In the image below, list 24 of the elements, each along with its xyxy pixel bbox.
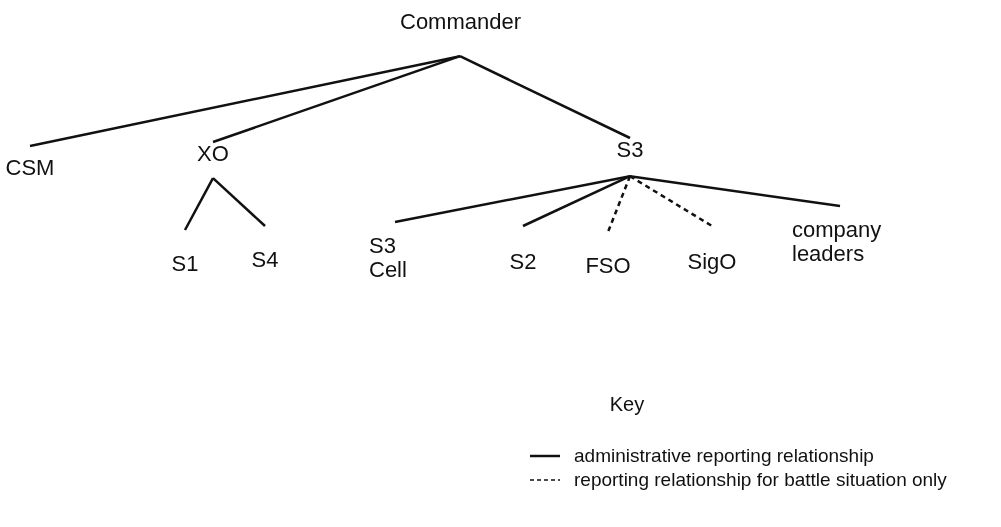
role-label: CSM bbox=[2, 146, 58, 181]
connector-line bbox=[183, 177, 215, 231]
connector-line bbox=[394, 174, 631, 224]
role-label: S4 bbox=[245, 226, 285, 273]
role-label: S1 bbox=[165, 230, 205, 277]
connector-line bbox=[629, 175, 713, 228]
role-label: S3 Cell bbox=[369, 222, 421, 283]
role-label: company leaders bbox=[792, 206, 888, 267]
role-label: S2 bbox=[503, 226, 543, 275]
connector-line bbox=[212, 55, 461, 144]
role-label: SigO bbox=[684, 226, 740, 275]
key-heading: Key bbox=[609, 393, 645, 416]
connector-line bbox=[606, 175, 632, 233]
role-label: XO bbox=[193, 142, 233, 179]
role-label: S3 bbox=[610, 138, 650, 177]
legend-text: reporting relationship for battle situation only bbox=[574, 469, 947, 491]
connector-line bbox=[212, 177, 266, 227]
legend-text: administrative reporting relationship bbox=[574, 445, 874, 467]
connector-line bbox=[522, 175, 631, 228]
role-label: FSO bbox=[583, 232, 633, 279]
connector-line bbox=[629, 174, 841, 208]
connector-line bbox=[459, 55, 631, 140]
role-label: Commander bbox=[400, 10, 520, 57]
connector-line bbox=[29, 54, 461, 148]
